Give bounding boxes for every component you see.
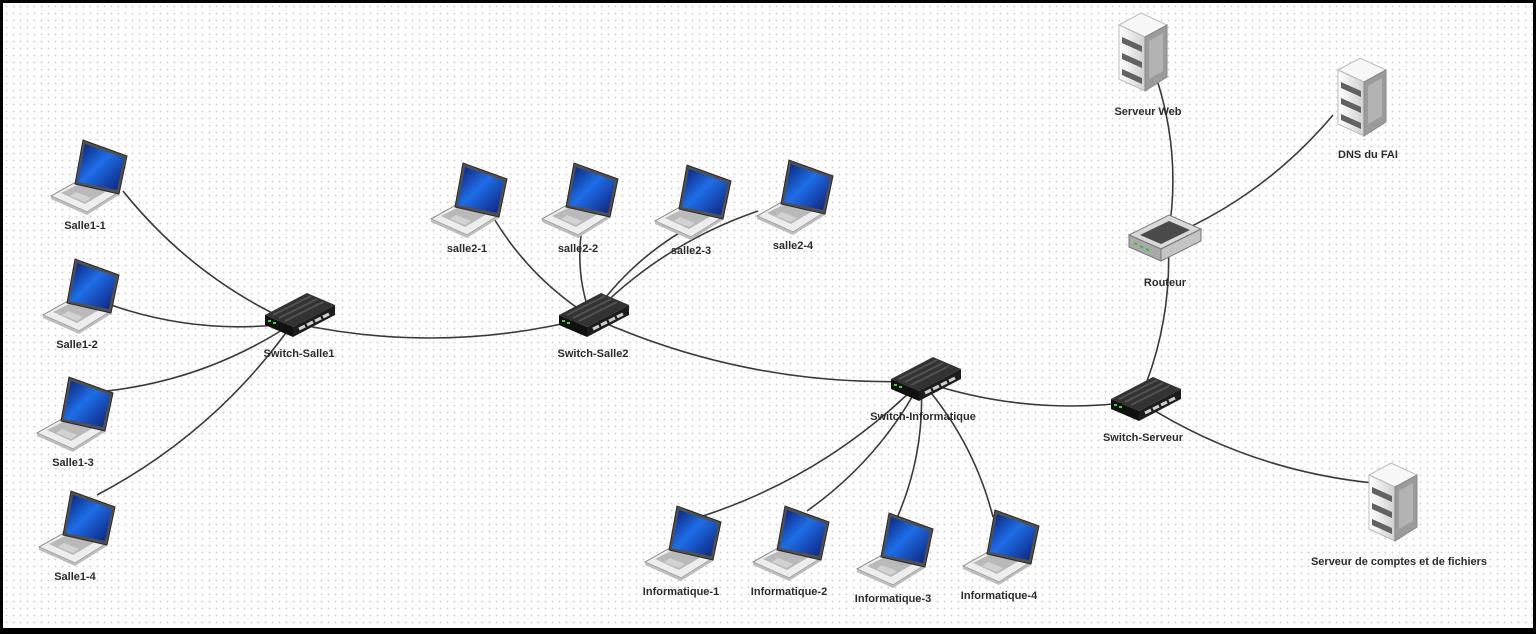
node-dns-fai[interactable]: DNS du FAI [1337, 57, 1398, 161]
node-routeur[interactable]: Routeur [1128, 214, 1202, 289]
node-salle1-4[interactable]: Salle1-4 [38, 490, 116, 583]
laptop-icon [752, 505, 830, 582]
node-label: Routeur [1144, 277, 1187, 289]
link-switch-serveur-routeur [1138, 236, 1170, 402]
laptop-icon [756, 159, 834, 236]
link-informatique-1-switch-informatique [702, 380, 922, 517]
link-routeur-dns-fai [1167, 114, 1334, 238]
node-informatique-1[interactable]: Informatique-1 [643, 505, 722, 598]
node-label: Switch-Informatique [870, 411, 976, 423]
link-informatique-4-switch-informatique [920, 380, 994, 518]
node-label: DNS du FAI [1338, 149, 1398, 161]
node-label: Salle1-1 [64, 220, 106, 232]
link-switch-informatique-switch-serveur [920, 380, 1140, 407]
link-informatique-2-switch-informatique [806, 380, 922, 512]
node-label: Informatique-2 [751, 586, 827, 598]
node-label: Informatique-1 [643, 586, 719, 598]
node-label: Serveur Web [1114, 106, 1181, 118]
node-label: salle2-4 [773, 240, 814, 252]
laptop-icon [541, 162, 619, 239]
laptop-icon [50, 139, 128, 216]
link-switch-salle1-switch-salle2 [292, 316, 592, 339]
node-label: Informatique-4 [961, 590, 1038, 602]
node-serveur-fichiers[interactable]: Serveur de comptes et de fichiers [1311, 462, 1487, 568]
laptop-icon [644, 505, 722, 582]
node-informatique-4[interactable]: Informatique-4 [961, 509, 1040, 602]
laptop-icon [856, 512, 934, 589]
node-informatique-3[interactable]: Informatique-3 [855, 512, 934, 605]
link-salle1-1-switch-salle1 [122, 190, 294, 324]
node-salle2-2[interactable]: salle2-2 [541, 162, 619, 255]
laptop-icon [42, 258, 120, 335]
node-switch-salle1[interactable]: Switch-Salle1 [263, 291, 337, 360]
switch-icon [263, 291, 337, 339]
router-icon [1128, 214, 1202, 262]
switch-icon [557, 291, 631, 339]
node-switch-serveur[interactable]: Switch-Serveur [1103, 375, 1184, 444]
node-salle1-2[interactable]: Salle1-2 [42, 258, 120, 351]
server-icon [1118, 12, 1168, 92]
link-salle1-3-switch-salle1 [106, 322, 294, 392]
node-label: salle2-3 [671, 245, 711, 257]
links-layer [96, 82, 1374, 519]
node-label: Salle1-3 [52, 457, 94, 469]
link-switch-serveur-serveur-fichiers [1138, 400, 1374, 484]
node-label: Informatique-3 [855, 593, 931, 605]
node-label: Salle1-2 [56, 339, 98, 351]
node-switch-salle2[interactable]: Switch-Salle2 [557, 291, 631, 360]
switch-icon [889, 355, 963, 403]
node-label: Switch-Salle2 [558, 348, 629, 360]
link-switch-salle2-switch-informatique [590, 316, 922, 383]
node-salle2-4[interactable]: salle2-4 [756, 159, 834, 252]
node-label: salle2-1 [447, 243, 487, 255]
link-salle1-4-switch-salle1 [96, 322, 294, 496]
switch-icon [1109, 375, 1183, 423]
node-label: Serveur de comptes et de fichiers [1311, 556, 1487, 568]
node-label: Salle1-4 [54, 571, 96, 583]
node-label: Switch-Serveur [1103, 432, 1184, 444]
node-salle1-1[interactable]: Salle1-1 [50, 139, 128, 232]
laptop-icon [38, 490, 116, 567]
laptop-icon [654, 164, 732, 241]
node-label: salle2-2 [558, 243, 598, 255]
node-salle2-1[interactable]: salle2-1 [430, 162, 508, 255]
node-informatique-2[interactable]: Informatique-2 [751, 505, 830, 598]
server-icon [1368, 462, 1418, 542]
node-salle1-3[interactable]: Salle1-3 [36, 376, 114, 469]
laptop-icon [430, 162, 508, 239]
laptop-icon [36, 376, 114, 453]
laptop-icon [962, 509, 1040, 586]
node-label: Switch-Salle1 [264, 348, 335, 360]
node-salle2-3[interactable]: salle2-3 [654, 164, 732, 257]
node-switch-informatique[interactable]: Switch-Informatique [870, 355, 976, 423]
node-serveur-web[interactable]: Serveur Web [1114, 12, 1182, 118]
server-icon [1337, 57, 1387, 137]
